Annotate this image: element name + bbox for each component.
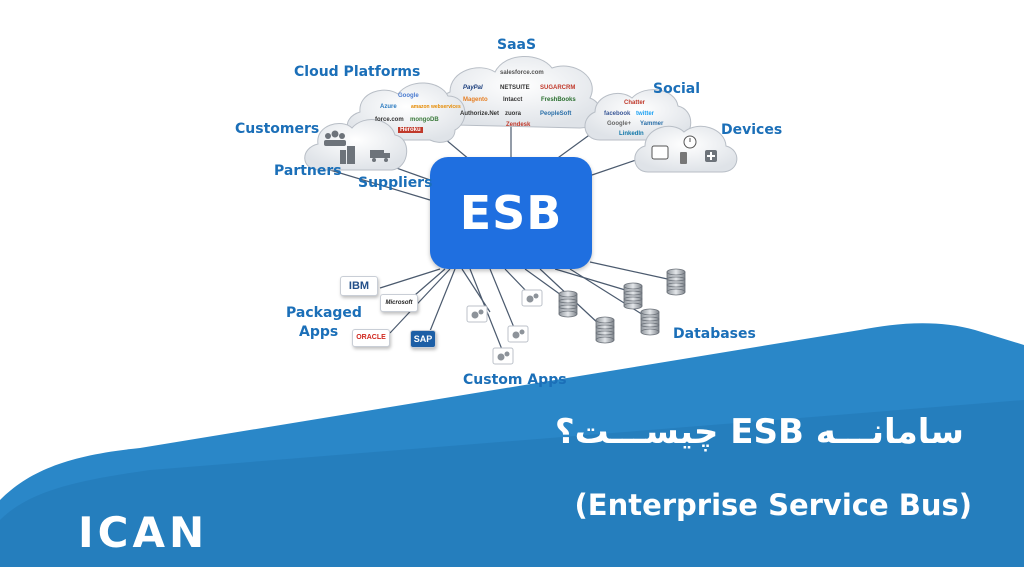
brand-heroku: Heroku xyxy=(398,127,423,133)
database-icon-2 xyxy=(595,316,615,344)
ican-logo: ICAN xyxy=(78,508,209,557)
packaged-apps-label-1: Packaged xyxy=(286,305,362,321)
saas-label: SaaS xyxy=(497,37,537,53)
packaged-apps-label-2: Apps xyxy=(299,324,339,340)
brand-magento: Magento xyxy=(463,97,488,103)
brand-facebook: facebook xyxy=(604,111,631,117)
devices-label: Devices xyxy=(721,122,783,138)
gear-icon xyxy=(507,325,529,343)
partners-label: Partners xyxy=(274,163,342,179)
customers-label: Customers xyxy=(235,121,320,137)
customers-icon xyxy=(324,130,346,146)
clock-icon xyxy=(683,135,697,149)
brand-netsuite: NETSUITE xyxy=(500,85,530,91)
databases-label: Databases xyxy=(673,326,756,342)
microsoft-tile: Microsoft xyxy=(380,294,418,312)
database-icon-5 xyxy=(666,268,686,296)
custom-app-tiles xyxy=(466,289,543,365)
brand-zendesk: Zendesk xyxy=(506,122,531,128)
brand-googleplus: Google+ xyxy=(607,121,632,127)
brand-sugarcrm: SUGARCRM xyxy=(540,85,576,91)
page-subtitle: (Enterprise Service Bus) xyxy=(574,488,973,522)
brand-twitter: twitter xyxy=(636,111,654,117)
cloud-platforms-label: Cloud Platforms xyxy=(294,64,421,80)
brand-chatter: Chatter xyxy=(624,100,646,106)
brand-authorizenet: Authorize.Net xyxy=(460,111,499,117)
brand-intacct: Intacct xyxy=(503,97,523,103)
brand-amazon: amazon webservices xyxy=(411,104,461,110)
brand-yammer: Yammer xyxy=(640,121,664,127)
database-icons xyxy=(558,268,686,344)
brand-azure: Azure xyxy=(380,104,397,110)
database-icon-4 xyxy=(640,308,660,336)
brand-force: force.com xyxy=(375,117,404,123)
brand-paypal: PayPal xyxy=(463,85,483,91)
suppliers-label: Suppliers xyxy=(358,175,433,191)
database-icon-1 xyxy=(558,290,578,318)
database-icon-3 xyxy=(623,282,643,310)
social-label: Social xyxy=(653,81,701,97)
footer-banner-shade xyxy=(0,400,1024,567)
custom-apps-label: Custom Apps xyxy=(463,372,567,388)
plus-icon xyxy=(705,150,717,162)
oracle-tile: ORACLE xyxy=(352,329,390,347)
brand-mongodb: mongoDB xyxy=(410,117,439,123)
brand-google: Google xyxy=(398,93,419,99)
phone-icon xyxy=(680,152,687,164)
esb-box: ESB xyxy=(430,157,592,269)
brand-peoplesoft: PeopleSoft xyxy=(540,111,572,117)
building-icon xyxy=(340,146,355,164)
sap-tile: SAP xyxy=(410,330,436,348)
brand-zuora: zuora xyxy=(505,111,522,117)
gear-icon xyxy=(492,347,514,365)
gear-icon xyxy=(521,289,543,307)
truck-icon xyxy=(370,150,390,162)
ibm-tile: IBM xyxy=(340,276,378,296)
brand-freshbooks: FreshBooks xyxy=(541,97,576,103)
brand-salesforce: salesforce.com xyxy=(500,70,544,76)
brand-linkedin: LinkedIn xyxy=(619,131,644,137)
gear-icon xyxy=(466,305,488,323)
tablet-icon xyxy=(651,145,669,160)
page-title: سامانـــه ESB چیســـت؟ xyxy=(554,412,964,452)
